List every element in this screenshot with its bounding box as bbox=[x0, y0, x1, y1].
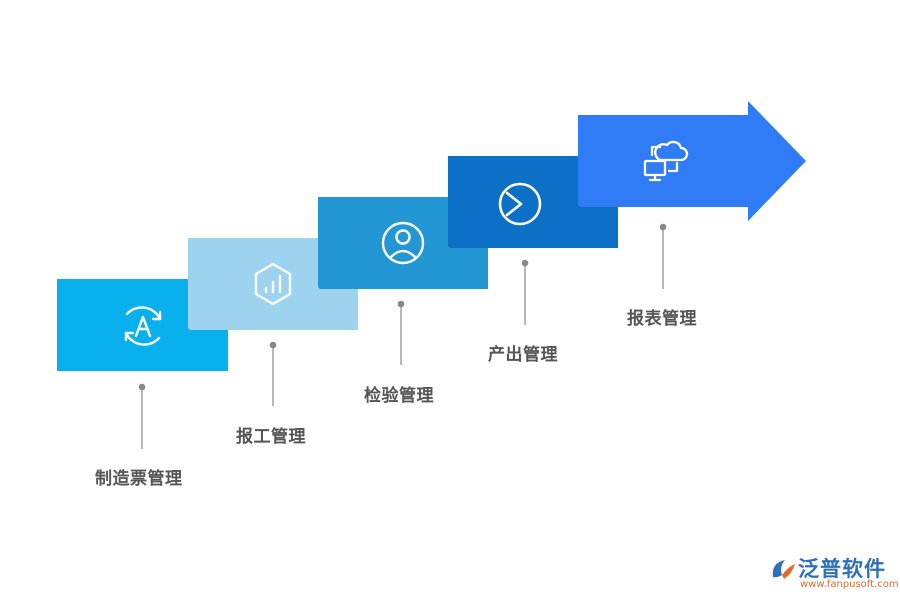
logo-url: www.fanpusoft.com bbox=[800, 579, 899, 590]
step-3-label: 检验管理 bbox=[364, 386, 434, 406]
hexagon-chart-icon bbox=[254, 262, 292, 306]
connectors bbox=[141, 227, 664, 449]
logo-mark-icon bbox=[772, 560, 795, 579]
a-cycle-icon bbox=[124, 306, 162, 346]
user-circle-icon bbox=[381, 221, 425, 265]
logo-name: 泛普软件 bbox=[798, 557, 886, 581]
pie-slice-icon bbox=[498, 182, 542, 226]
step-4-label: 产出管理 bbox=[488, 345, 558, 365]
cloud-computer-icon bbox=[643, 140, 689, 182]
connector-dots bbox=[138, 223, 667, 391]
step-2-label: 报工管理 bbox=[236, 427, 306, 447]
step-1-panel bbox=[57, 279, 228, 371]
step-4-panel bbox=[448, 156, 618, 248]
step-5-arrow bbox=[578, 101, 806, 221]
step-5-label: 报表管理 bbox=[627, 309, 697, 329]
step-1-label: 制造票管理 bbox=[95, 469, 183, 489]
brand-logo: 泛普软件 www.fanpusoft.com bbox=[768, 553, 899, 597]
